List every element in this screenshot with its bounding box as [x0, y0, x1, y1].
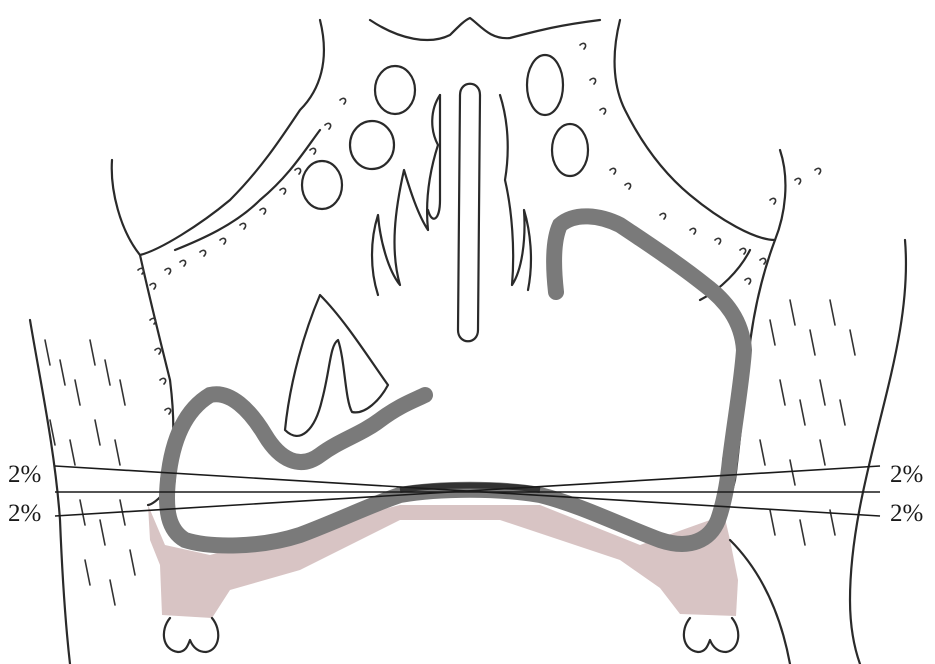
left-soft-tissue-lines	[45, 340, 135, 605]
floor-mucosa-band	[167, 460, 730, 545]
right-soft-tissue-lines	[760, 300, 855, 545]
left-sinus-inner-wall	[175, 130, 320, 250]
nasal-septum	[458, 84, 480, 342]
left-outer-outline	[112, 20, 324, 255]
label-left-lower: 2%	[8, 500, 41, 527]
right-cheek-contour	[850, 240, 906, 664]
label-left-upper: 2%	[8, 461, 41, 488]
ethmoid-cell	[527, 55, 563, 115]
left-turbinate	[372, 95, 440, 295]
ethmoid-cell	[375, 66, 415, 114]
right-outer-outline	[615, 20, 786, 240]
ethmoid-top-outline	[370, 18, 600, 40]
right-tooth	[684, 618, 738, 652]
left-mucosa-band	[168, 394, 425, 480]
ethmoid-cell	[350, 121, 394, 169]
left-meatus-loop	[285, 295, 388, 436]
ethmoid-cell	[302, 161, 342, 209]
left-bone-stipple	[138, 98, 346, 414]
right-mucosa-band	[554, 216, 744, 460]
right-cheek-inner	[730, 540, 790, 664]
label-right-upper: 2%	[890, 461, 923, 488]
label-right-lower: 2%	[890, 500, 923, 527]
ethmoid-cell	[552, 124, 588, 176]
pink-floor-region	[148, 505, 738, 618]
left-tooth	[164, 618, 218, 652]
right-turbinate	[500, 95, 531, 290]
